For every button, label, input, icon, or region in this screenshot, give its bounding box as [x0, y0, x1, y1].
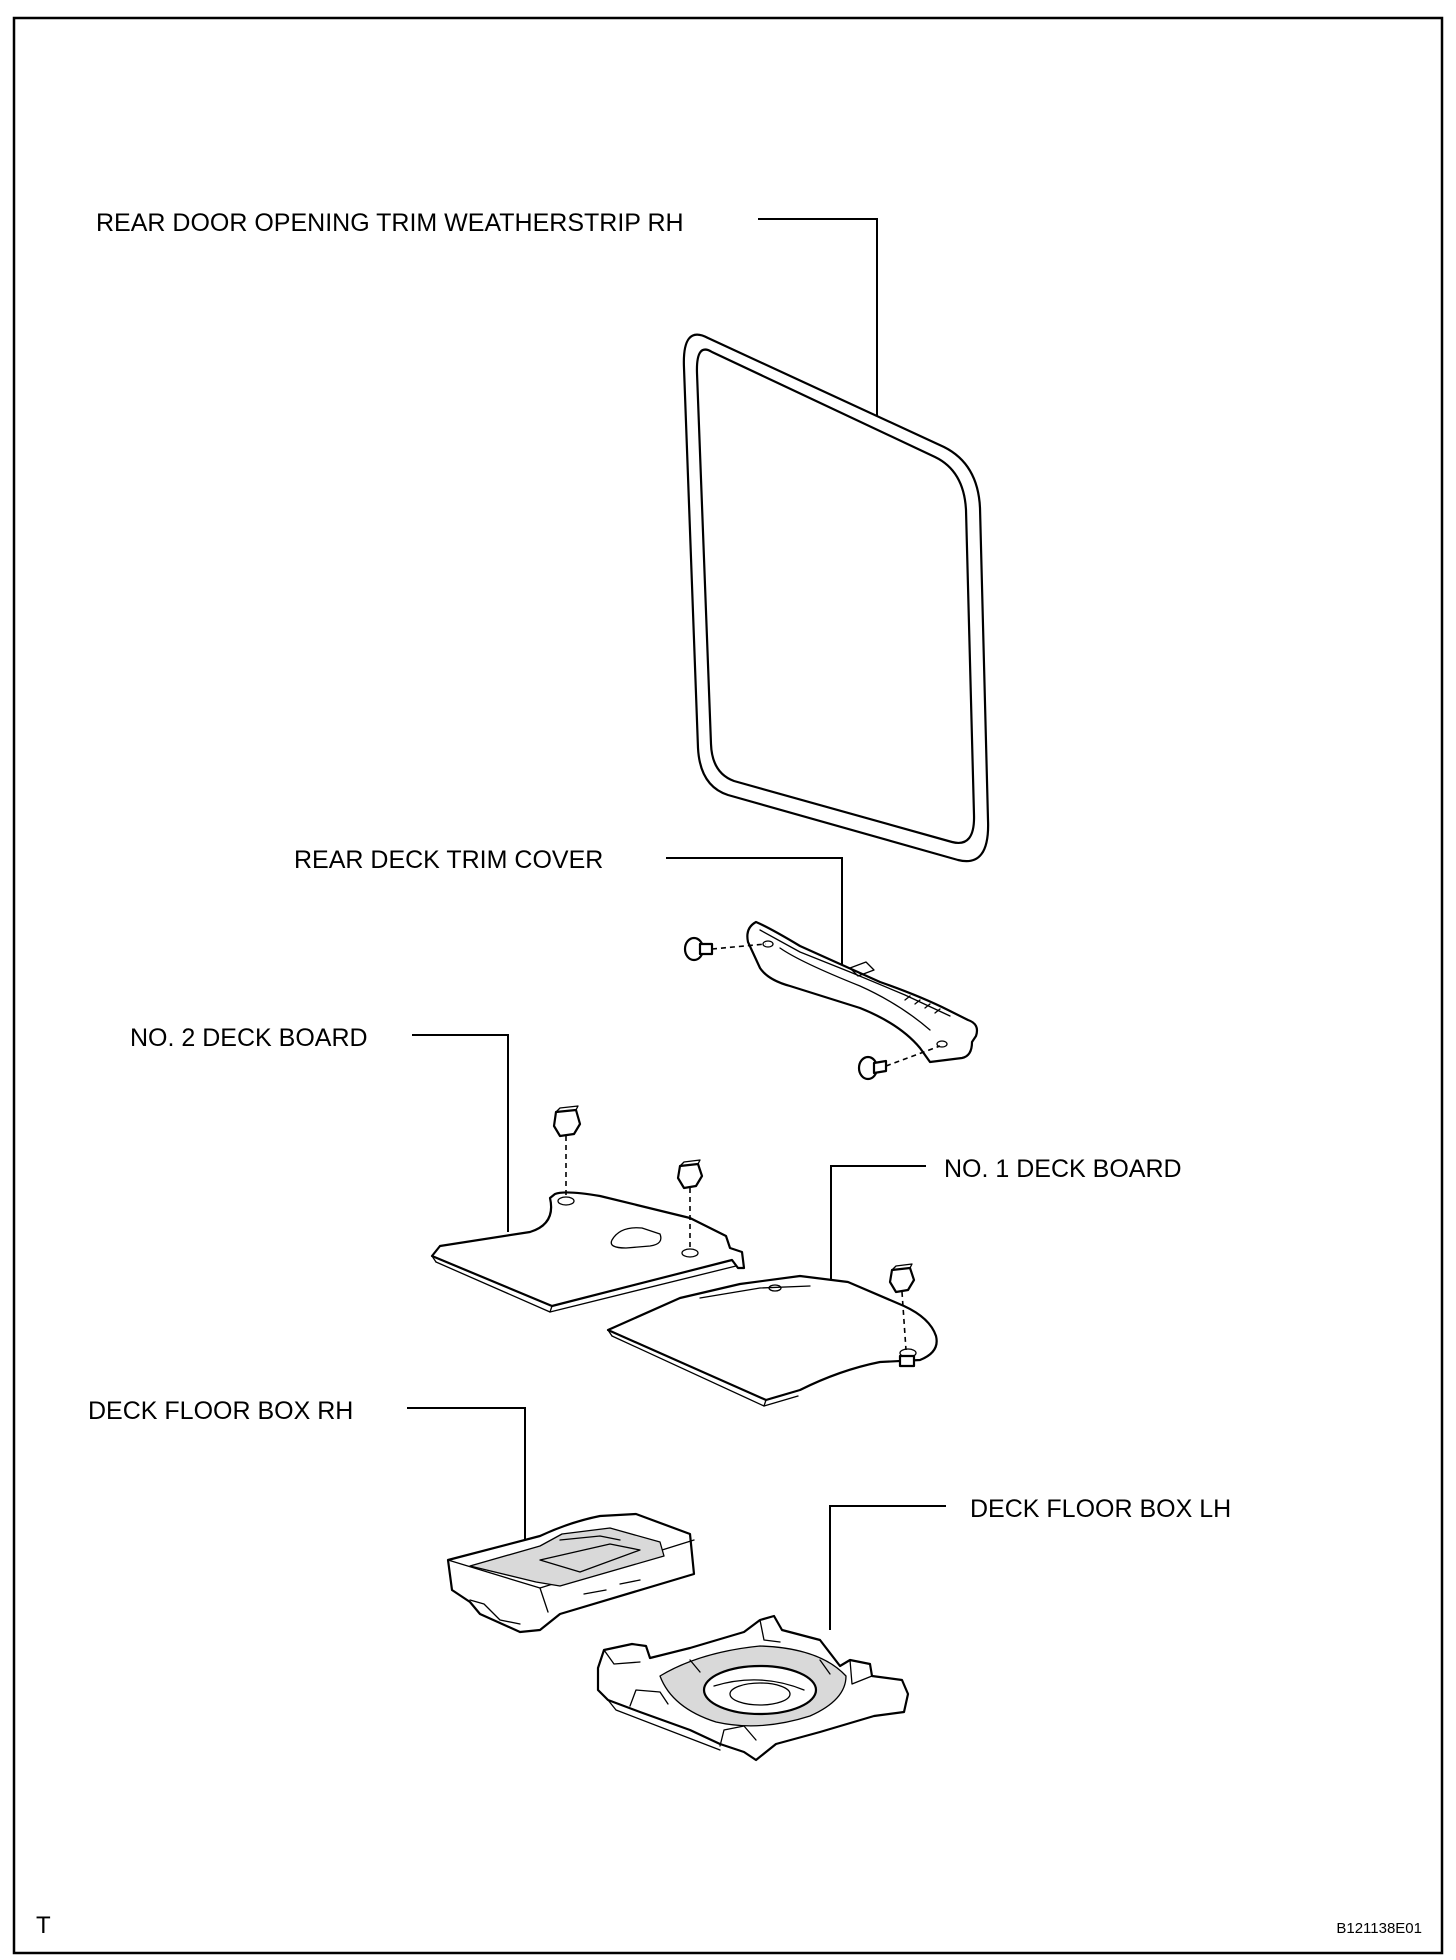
label-trim-cover: REAR DECK TRIM COVER	[294, 846, 603, 874]
leader-floor-box-rh	[407, 1407, 526, 1541]
weatherstrip-part	[682, 333, 990, 863]
figure-id: B121138E01	[1336, 1920, 1422, 1937]
leader-trim-cover	[666, 857, 843, 972]
pushpin-icon	[888, 1263, 916, 1351]
pushpin-icon	[676, 1159, 704, 1248]
deck-board-1-part	[606, 1274, 938, 1407]
figure-border	[12, 16, 1444, 1955]
label-floor-box-rh: DECK FLOOR BOX RH	[88, 1397, 353, 1425]
corner-code: T	[36, 1912, 51, 1939]
deck-board-2-part	[430, 1191, 746, 1313]
floor-box-rh-part	[446, 1512, 696, 1634]
label-weatherstrip: REAR DOOR OPENING TRIM WEATHERSTRIP RH	[96, 209, 684, 237]
floor-box-lh-part	[596, 1614, 910, 1762]
pushpin-icon	[552, 1105, 582, 1196]
clip-icon	[683, 936, 767, 962]
clip-icon	[857, 1045, 941, 1081]
leader-weatherstrip	[758, 218, 878, 416]
label-deck-board-1: NO. 1 DECK BOARD	[944, 1155, 1182, 1183]
label-floor-box-lh: DECK FLOOR BOX LH	[970, 1495, 1231, 1523]
label-deck-board-2: NO. 2 DECK BOARD	[130, 1024, 368, 1052]
leader-floor-box-lh	[829, 1505, 946, 1630]
leader-deck-board-1	[830, 1165, 926, 1287]
trim-cover-part	[746, 920, 979, 1064]
leader-deck-board-2	[412, 1034, 509, 1232]
